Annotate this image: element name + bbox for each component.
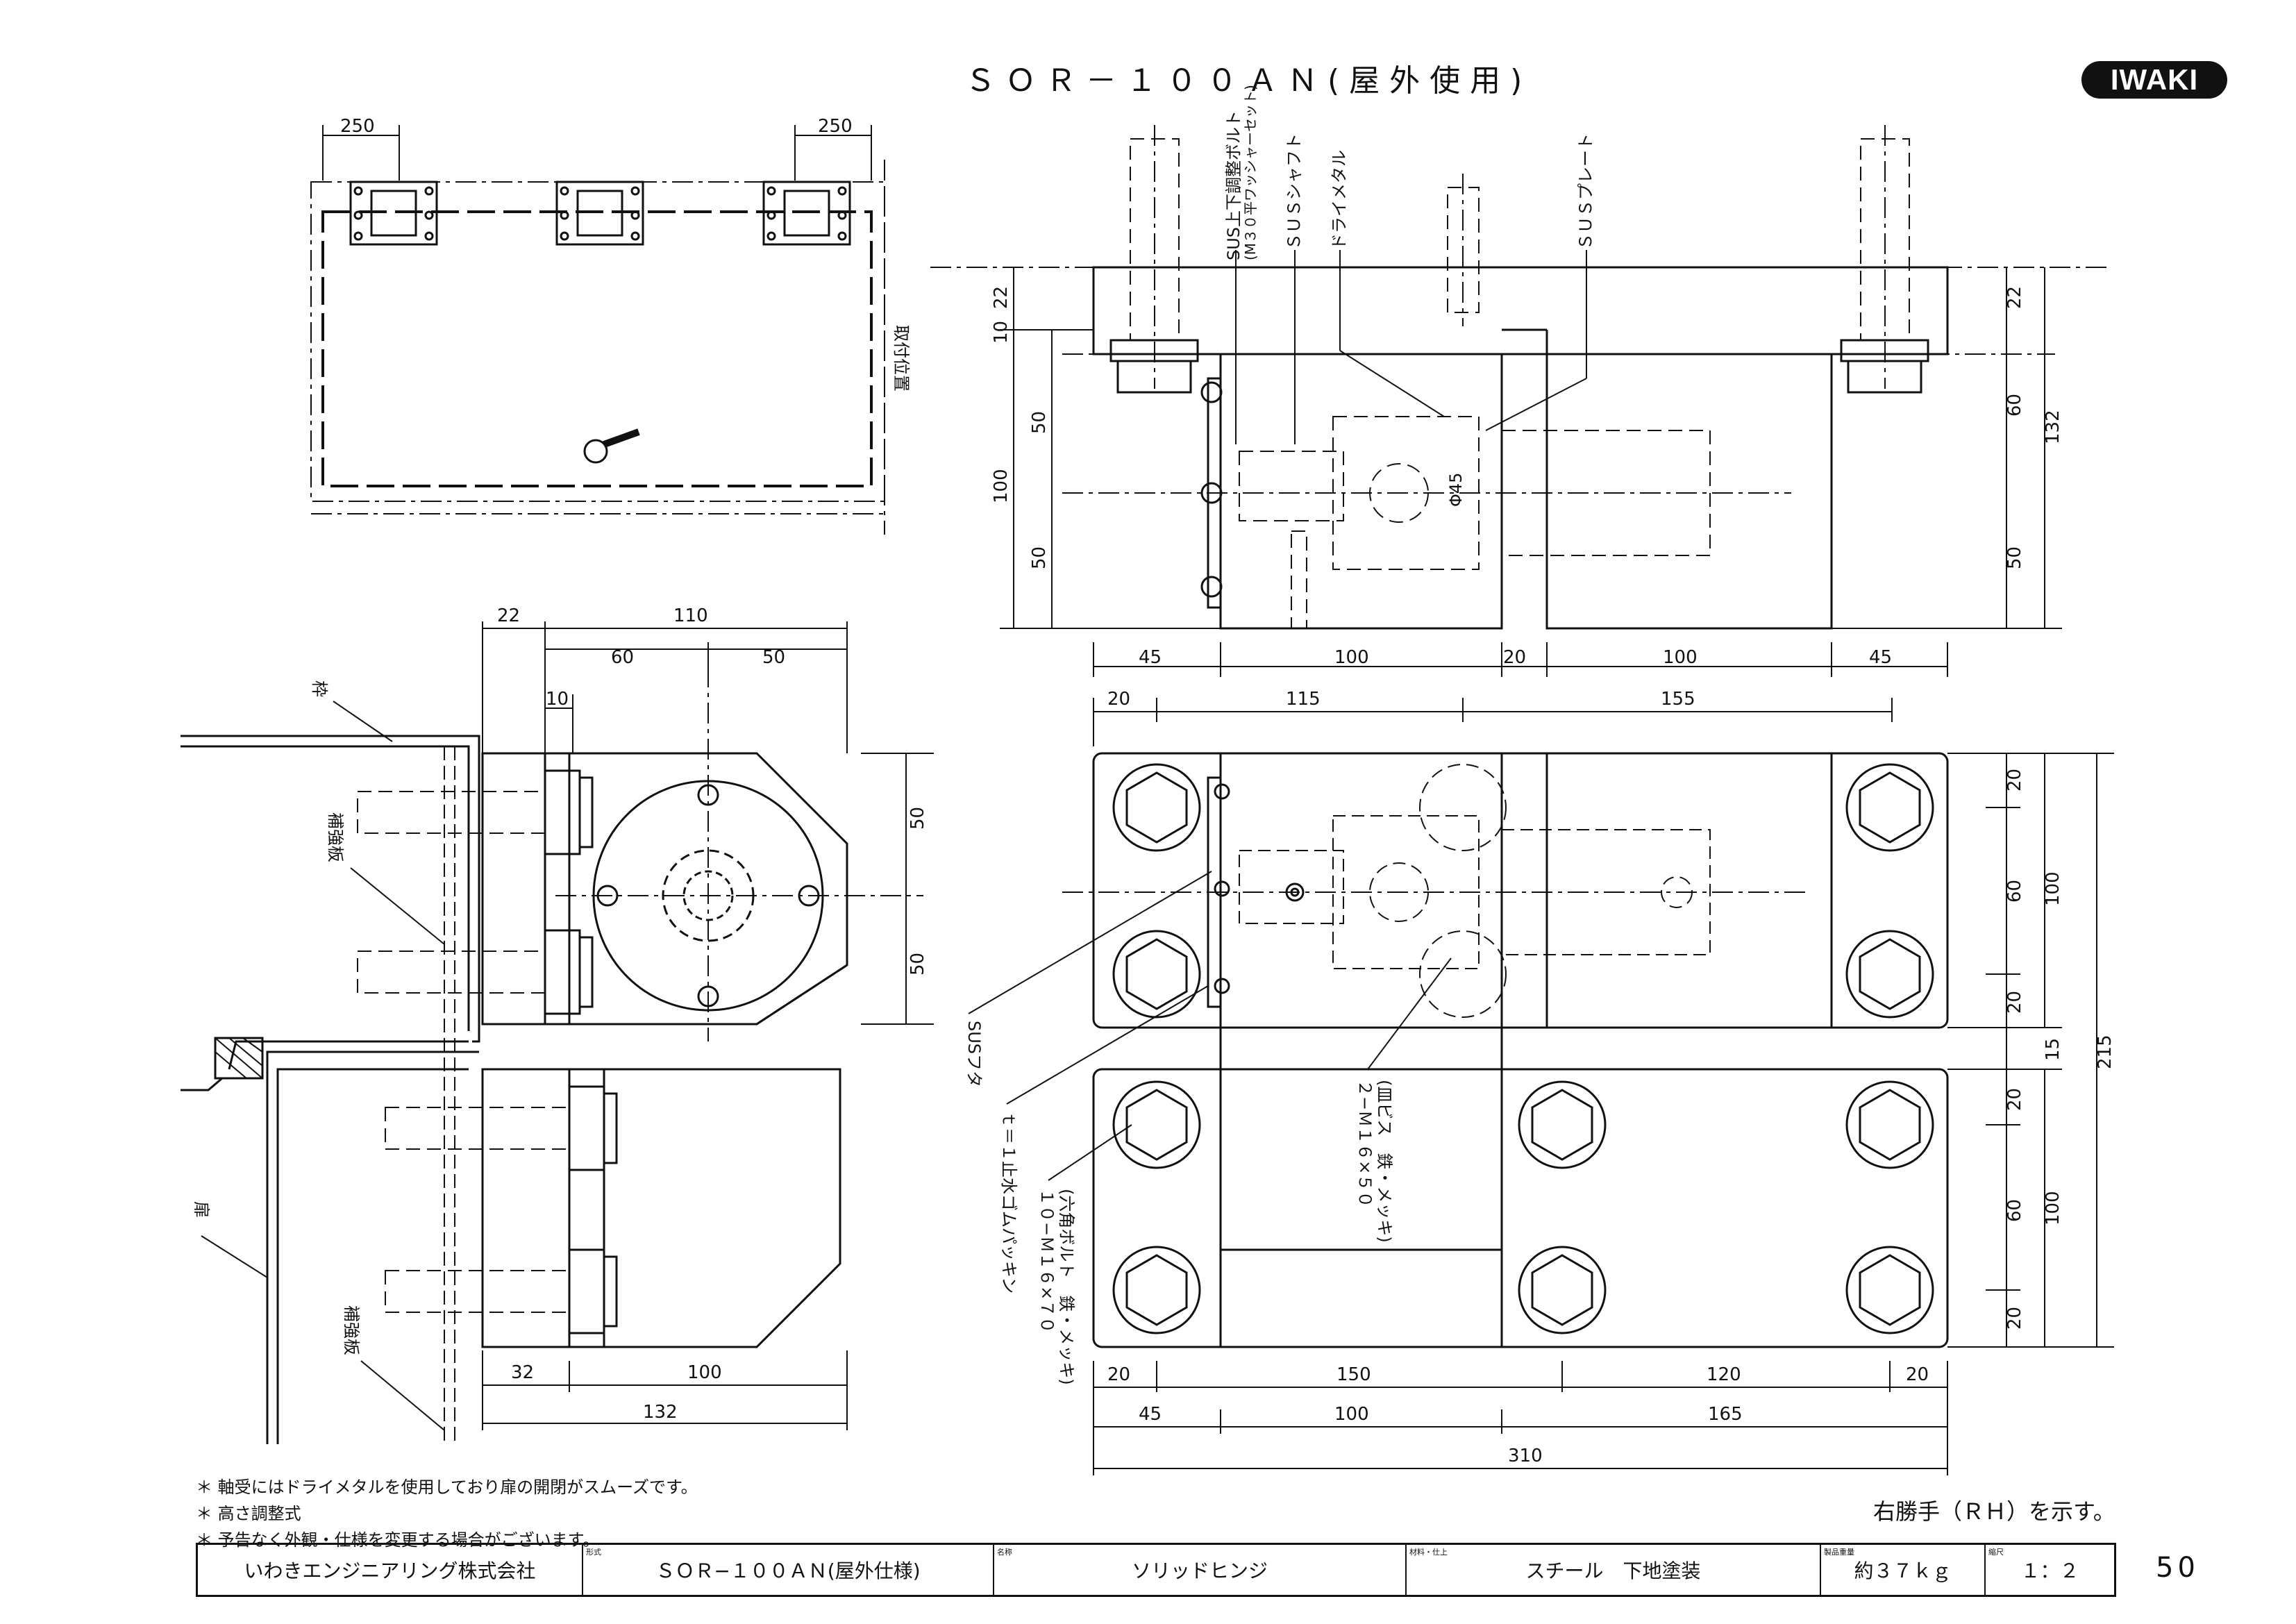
- dim-plan-r215: 215: [2095, 1035, 2115, 1069]
- label-mount-position: 取付位置: [891, 325, 911, 392]
- dim-plan-b165: 165: [1708, 1404, 1743, 1425]
- dim-v50-top: 50: [907, 807, 928, 830]
- label-dry-metal: ドライメタル: [1330, 150, 1349, 250]
- dim-plan-r20d: 20: [2004, 1307, 2025, 1330]
- title-block-scale: 縮尺 １：２: [1986, 1545, 2114, 1595]
- label-reinforce-plate-2: 補強板: [342, 1305, 361, 1355]
- dim-front-50-right: 50: [2004, 546, 2025, 569]
- door-handle: [583, 428, 640, 464]
- company-name: いわきエンジニアリング株式会社: [244, 1559, 536, 1582]
- label-frame: 枠: [310, 680, 329, 697]
- model-value: ＳＯＲ−１００ＡＮ(屋外仕様): [655, 1559, 921, 1582]
- dim-132: 132: [643, 1402, 678, 1423]
- dim-32: 32: [511, 1362, 534, 1383]
- label-flat-screw-material: (皿ビス 鉄・メッキ): [1375, 1080, 1394, 1243]
- dim-plan-r60a: 60: [2004, 880, 2025, 903]
- hinge-plate-left: [349, 181, 438, 246]
- dim-plan-r100a: 100: [2043, 871, 2063, 906]
- note-3: ＊ 予告なく外観・仕様を変更する場合がございます。: [196, 1530, 600, 1550]
- dim-front-50b: 50: [1029, 546, 1050, 569]
- dim-plan-r20a: 20: [2004, 769, 2025, 792]
- dim-plan-r20b: 20: [2004, 991, 2025, 1014]
- label-sus-bolt: SUS上下調整ボルト: [1224, 110, 1243, 260]
- dim-plan-b20a: 20: [1107, 1364, 1130, 1385]
- label-sus-cover: SUSフタ: [964, 1021, 984, 1087]
- note-2: ＊ 高さ調整式: [196, 1504, 301, 1523]
- dim-250-left: 250: [340, 116, 375, 137]
- dim-front-50a: 50: [1029, 411, 1050, 434]
- dim-100: 100: [687, 1362, 722, 1383]
- dim-front-10-left: 10: [991, 321, 1012, 344]
- dim-plan-r15: 15: [2043, 1038, 2063, 1061]
- dim-plan-r100b: 100: [2043, 1191, 2063, 1225]
- dim-250-right: 250: [818, 116, 853, 137]
- dim-front-22-right: 22: [2004, 286, 2025, 309]
- label-sus-plate: ＳＵＳプレート: [1576, 133, 1595, 250]
- side-section-view: [181, 621, 934, 1444]
- dim-plan-r20c: 20: [2004, 1088, 2025, 1111]
- dim-plan-b310: 310: [1508, 1446, 1543, 1466]
- title-block-company: いわきエンジニアリング株式会社: [198, 1545, 583, 1595]
- plan-view: [968, 698, 2114, 1475]
- label-phi45: Φ45: [1446, 473, 1466, 507]
- title-block-name: 名称 ソリッドヒンジ: [994, 1545, 1407, 1595]
- dim-plan-r60b: 60: [2004, 1199, 2025, 1222]
- dim-front-b45b: 45: [1869, 647, 1892, 668]
- dim-plan-20: 20: [1107, 689, 1130, 710]
- dim-front-60-right: 60: [2004, 394, 2025, 417]
- dim-front-132-right: 132: [2043, 410, 2063, 444]
- dim-plan-115: 115: [1286, 689, 1321, 710]
- dim-plan-b20b: 20: [1906, 1364, 1929, 1385]
- scale-caption: 縮尺: [1988, 1548, 2004, 1557]
- weight-value: 約３７ｋｇ: [1854, 1559, 1952, 1582]
- material-value: スチール 下地塗装: [1525, 1559, 1701, 1582]
- dim-front-b100a: 100: [1334, 647, 1369, 668]
- hex-bolts: [1112, 763, 1934, 1334]
- label-sus-bolt-spec: (M３０平ワッシャーセット): [1242, 85, 1259, 260]
- label-reinforce-plate-1: 補強板: [326, 812, 345, 862]
- dim-front-100: 100: [991, 469, 1012, 503]
- label-hex-bolt-spec: １０−Ｍ１６×７０: [1037, 1189, 1057, 1333]
- model-caption: 形式: [586, 1548, 601, 1557]
- dim-110: 110: [673, 605, 708, 626]
- scale-value: １：２: [2020, 1559, 2079, 1582]
- title-block-weight: 製品重量 約３７ｋｇ: [1821, 1545, 1986, 1595]
- dim-60: 60: [611, 647, 634, 668]
- dim-plan-b150: 150: [1336, 1364, 1371, 1385]
- label-flat-screw-spec: ２−Ｍ１６×５０: [1355, 1080, 1375, 1207]
- weight-caption: 製品重量: [1824, 1548, 1854, 1557]
- brand-logo: IWAKI: [2081, 61, 2227, 99]
- hinge-plate-middle: [555, 181, 644, 246]
- label-hex-bolt-material: (六角ボルト 鉄・メッキ): [1057, 1189, 1076, 1385]
- dim-10: 10: [546, 689, 569, 710]
- dim-plan-b45: 45: [1139, 1404, 1162, 1425]
- door-elevation-view: [310, 125, 885, 535]
- title-block-model: 形式 ＳＯＲ−１００ＡＮ(屋外仕様): [583, 1545, 994, 1595]
- dim-plan-b120: 120: [1707, 1364, 1741, 1385]
- dim-50: 50: [762, 647, 785, 668]
- dim-front-b20: 20: [1503, 647, 1526, 668]
- dim-22: 22: [497, 605, 520, 626]
- name-caption: 名称: [997, 1548, 1012, 1557]
- title-block-material: 材料・仕上 スチール 下地塗装: [1407, 1545, 1821, 1595]
- title-block: いわきエンジニアリング株式会社 形式 ＳＯＲ−１００ＡＮ(屋外仕様) 名称 ソリ…: [196, 1543, 2116, 1597]
- page-title: ＳＯＲ－１００ＡＮ(屋外使用): [965, 63, 1532, 99]
- label-rubber-packing: ｔ＝１止水ゴムパッキン: [999, 1111, 1019, 1294]
- dim-front-b45a: 45: [1139, 647, 1162, 668]
- name-value: ソリッドヒンジ: [1131, 1559, 1268, 1582]
- front-elevation-view: [930, 125, 2111, 677]
- hand-note: 右勝手（ＲＨ）を示す。: [1873, 1498, 2115, 1525]
- dim-front-22-left: 22: [991, 286, 1012, 309]
- dim-front-b100b: 100: [1663, 647, 1698, 668]
- page-number: 50: [2156, 1552, 2199, 1584]
- dim-plan-b100: 100: [1334, 1404, 1369, 1425]
- note-1: ＊ 軸受にはドライメタルを使用しており扉の開閉がスムーズです。: [196, 1477, 698, 1497]
- label-sus-shaft: ＳＵＳシャフト: [1284, 133, 1304, 250]
- hinge-plate-right: [762, 181, 851, 246]
- label-door: 扉: [192, 1201, 211, 1218]
- material-caption: 材料・仕上: [1409, 1548, 1448, 1557]
- dim-plan-155: 155: [1661, 689, 1695, 710]
- dim-v50-bottom: 50: [907, 953, 928, 976]
